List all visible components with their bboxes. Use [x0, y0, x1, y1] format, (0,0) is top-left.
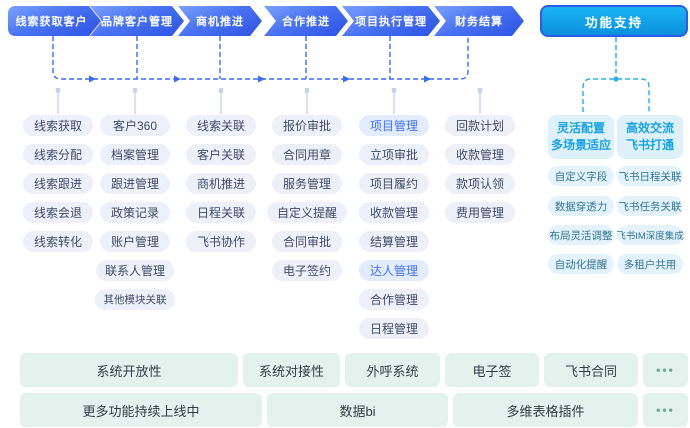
capability-box: 飞书合同: [544, 353, 638, 387]
feature-pill: 合同审批: [272, 231, 342, 252]
feature-pill: 日程管理: [359, 318, 429, 339]
support-group-flexible-config: 灵活配置 多场景适应: [548, 115, 614, 159]
feature-pill: 其他模块关联: [95, 289, 175, 310]
support-pill: 布局灵活调整: [548, 225, 614, 245]
capability-box: 系统对接性: [243, 353, 340, 387]
feature-pill: 立项审批: [359, 144, 429, 165]
feature-pill: 线索分配: [23, 144, 93, 165]
support-group-title-line2: 飞书打通: [625, 138, 674, 152]
feature-pill: 项目履约: [359, 173, 429, 194]
feature-pill: 线索会退: [23, 202, 93, 223]
support-pill: 数据穿透力: [548, 196, 614, 216]
support-group-feishu-integration: 高效交流 飞书打通: [617, 115, 683, 159]
support-pill: 飞书IM深度集成: [616, 225, 684, 245]
feature-pill: 费用管理: [445, 202, 515, 223]
feature-pill: 合同用章: [272, 144, 342, 165]
feature-pill: 自定义提醒: [267, 202, 347, 223]
support-group-title-line1: 高效交流: [625, 120, 674, 135]
support-pill: 飞书日程关联: [617, 166, 683, 186]
pin-caps: [55, 88, 483, 93]
feature-pill: 款项认领: [445, 173, 515, 194]
feature-pill: 合作管理: [359, 289, 429, 310]
feature-pill: 客户360: [100, 115, 170, 136]
process-step-finance-settlement[interactable]: 财务结算: [434, 6, 524, 36]
capability-box: 更多功能持续上线中: [20, 393, 262, 427]
feature-pill: 客户关联: [186, 144, 256, 165]
flow-arrowheads: [89, 75, 431, 83]
support-pill: 自定义字段: [548, 166, 614, 186]
capability-box: 电子签: [445, 353, 539, 387]
feature-pill: 回款计划: [445, 115, 515, 136]
feature-pill: 线索获取: [23, 115, 93, 136]
feature-pill: 电子签约: [272, 260, 342, 281]
feature-pill: 线索跟进: [23, 173, 93, 194]
feature-pill: 档案管理: [100, 144, 170, 165]
capability-box: 系统开放性: [20, 353, 238, 387]
support-pill: 多租户共用: [617, 254, 683, 274]
support-pill: 飞书任务关联: [617, 196, 683, 216]
feature-pill-highlight: 项目管理: [359, 115, 429, 136]
more-capabilities-ellipsis: •••: [643, 393, 688, 427]
support-pill: 自动化提醒: [548, 254, 614, 274]
process-step-project-execution[interactable]: 项目执行管理: [342, 6, 440, 36]
feature-pill: 线索转化: [23, 231, 93, 252]
capability-box: 外呼系统: [345, 353, 440, 387]
feature-pill: 联系人管理: [96, 260, 174, 281]
feature-pill: 飞书协作: [186, 231, 256, 252]
feature-pill: 政策记录: [100, 202, 170, 223]
support-group-title-line1: 灵活配置: [556, 120, 605, 135]
feature-pill: 服务管理: [272, 173, 342, 194]
function-support-button[interactable]: 功能支持: [540, 5, 688, 37]
feature-pill: 账户管理: [100, 231, 170, 252]
feature-pill-highlight: 达人管理: [359, 260, 429, 281]
process-step-cooperation[interactable]: 合作推进: [264, 6, 348, 36]
feature-pill: 跟进管理: [100, 173, 170, 194]
feature-pill: 收款管理: [445, 144, 515, 165]
more-capabilities-ellipsis: •••: [643, 353, 688, 387]
feature-pill: 商机推进: [186, 173, 256, 194]
feature-pill: 日程关联: [186, 202, 256, 223]
support-group-title-line2: 多场景适应: [550, 138, 611, 152]
capability-box: 数据bi: [267, 393, 448, 427]
feature-pill: 线索关联: [186, 115, 256, 136]
process-step-leads-acquisition[interactable]: 线索获取客户: [8, 6, 101, 36]
feature-pill: 结算管理: [359, 231, 429, 252]
feature-pill: 报价审批: [272, 115, 342, 136]
process-step-brand-customer[interactable]: 品牌客户管理: [90, 6, 184, 36]
capability-box: 多维表格插件: [453, 393, 638, 427]
process-step-opportunity[interactable]: 商机推进: [178, 6, 262, 36]
flow-connector-lines: [52, 36, 650, 114]
feature-pill: 收款管理: [359, 202, 429, 223]
